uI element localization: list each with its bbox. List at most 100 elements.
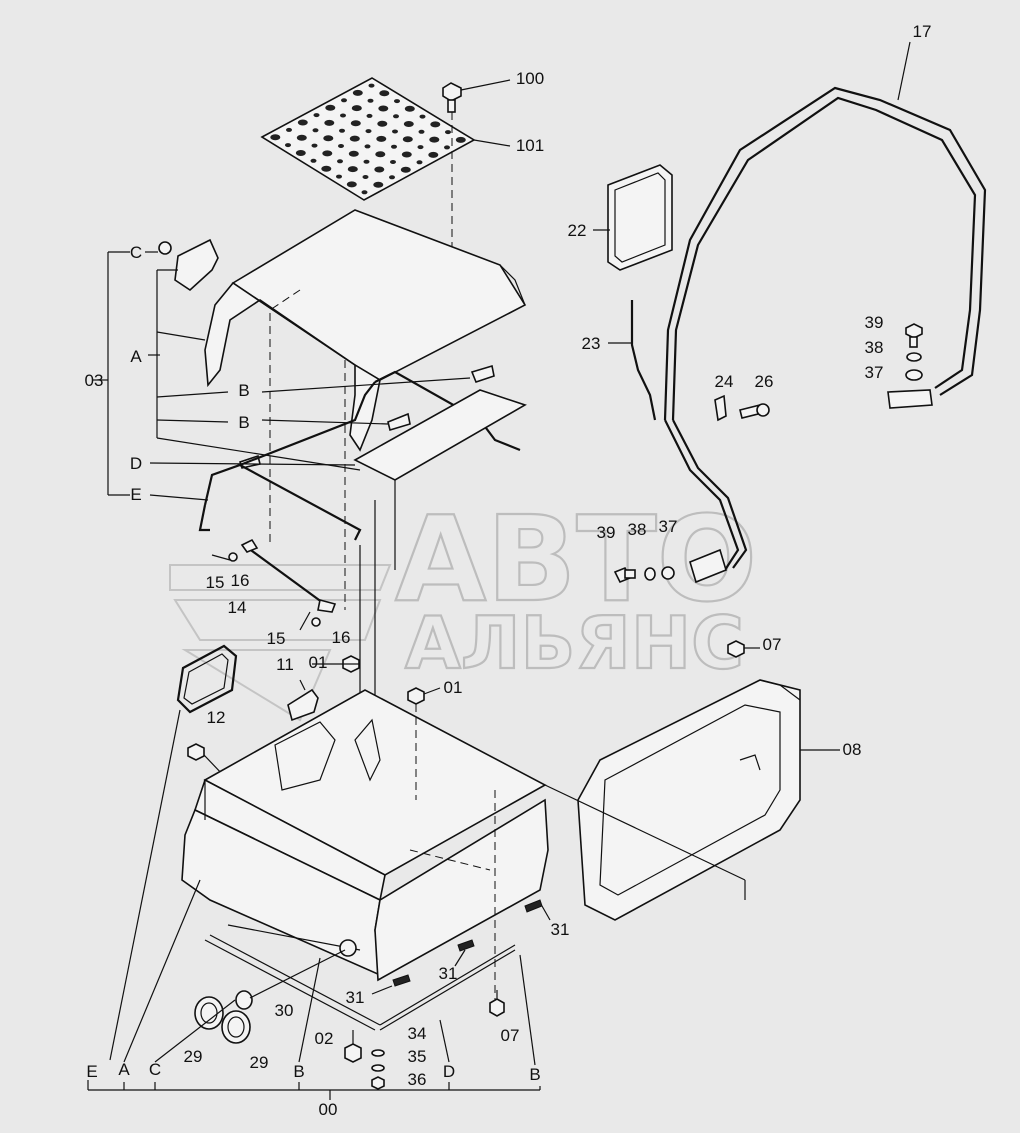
callout-c23: 23 [582,334,601,353]
plate-hole [341,98,347,103]
plate-hole [416,160,423,165]
plate-hole [368,83,375,88]
group-bracket-bottom [87,879,541,1100]
plate-hole [377,120,388,127]
callout-c37a: 37 [865,363,884,382]
bolt-100 [442,79,511,280]
callout-c24: 24 [715,372,734,391]
plate-hole [374,166,385,173]
fasteners-lower [613,566,675,584]
callout-c101: 101 [516,136,544,155]
callout-c31c: 31 [346,988,365,1007]
callout-c29a: 29 [184,1047,203,1066]
callout-c38a: 38 [865,338,884,357]
plate-hole [351,105,362,112]
fasteners-bottom [344,990,505,1090]
plate-hole [285,143,291,148]
watermark-line2: АЛЬЯНС [405,601,744,685]
clips-31 [371,899,551,995]
callout-c22: 22 [568,221,587,240]
callout-c08: 08 [843,740,862,759]
callout-c100: 100 [516,69,544,88]
plate-hole [338,144,344,148]
plate-hole [404,105,415,112]
plate-hole [323,135,334,142]
plate-hole [297,119,308,126]
mirror-assembly [593,164,770,422]
plate-hole [378,105,389,112]
plate-hole [352,89,363,96]
plate-hole [348,150,359,157]
callout-cC1: C [130,243,142,262]
plate-hole [373,181,384,188]
callout-c15b: 15 [267,629,286,648]
plate-hole [362,175,369,179]
plate-hole [361,190,368,195]
plate-hole [312,128,319,133]
callout-cB4: B [529,1065,540,1084]
plate-hole [428,151,439,158]
plate-hole [336,174,342,179]
callout-c35: 35 [408,1047,427,1066]
callout-c07b: 07 [501,1026,520,1045]
callout-c11: 11 [276,655,294,674]
plate-hole [349,135,360,142]
plate-hole [391,144,397,149]
plate-hole [389,175,395,180]
handrail [663,41,987,584]
plate-hole [375,151,386,158]
callout-c29b: 29 [250,1053,269,1072]
plate-hole [350,120,361,127]
plate-hole [379,90,390,97]
callout-c39b: 39 [597,523,616,542]
plate-hole [364,144,371,149]
plate-hole [325,104,336,111]
plate-hole [455,136,466,143]
watermark-arrow [169,564,392,722]
front-frame [198,370,527,860]
plate-hole [295,150,306,156]
plate-hole [322,150,333,157]
callout-c39a: 39 [865,313,884,332]
callout-c36: 36 [408,1070,427,1089]
plate-hole [313,113,320,118]
plate-hole [445,130,451,135]
plate-hole [419,114,426,119]
plate-hole [366,113,373,118]
plate-hole [402,136,413,143]
plate-hole [310,158,317,163]
plate-hole [324,119,335,126]
callout-cB3: B [293,1062,304,1081]
plate-hole [418,129,425,134]
side-panel [544,640,840,921]
callout-c26: 26 [755,372,774,391]
plate-hole [365,129,372,134]
callout-cD2: D [443,1062,455,1081]
gas-strut [211,538,337,631]
callout-c37b: 37 [659,517,678,536]
plate-hole [337,159,343,164]
plate-hole [347,166,358,173]
callout-c12: 12 [207,708,226,727]
plate-hole [296,134,307,141]
callout-c34: 34 [408,1024,427,1043]
callout-cB1: B [238,381,249,400]
callout-c07a: 07 [763,635,782,654]
plate-hole [339,128,345,133]
hinge-bracket [287,679,319,722]
plate-hole [376,135,387,142]
callout-c03: 03 [85,371,104,390]
grommets [194,949,346,1044]
plate-hole [417,145,424,150]
plate-hole [394,99,400,104]
plate-hole [429,136,440,143]
callout-c15a: 15 [206,573,225,592]
plate-hole [392,129,398,134]
callout-c01b: 01 [444,678,463,697]
plate-hole [400,166,411,173]
plate-hole [430,121,441,128]
fasteners-upper [905,323,923,381]
